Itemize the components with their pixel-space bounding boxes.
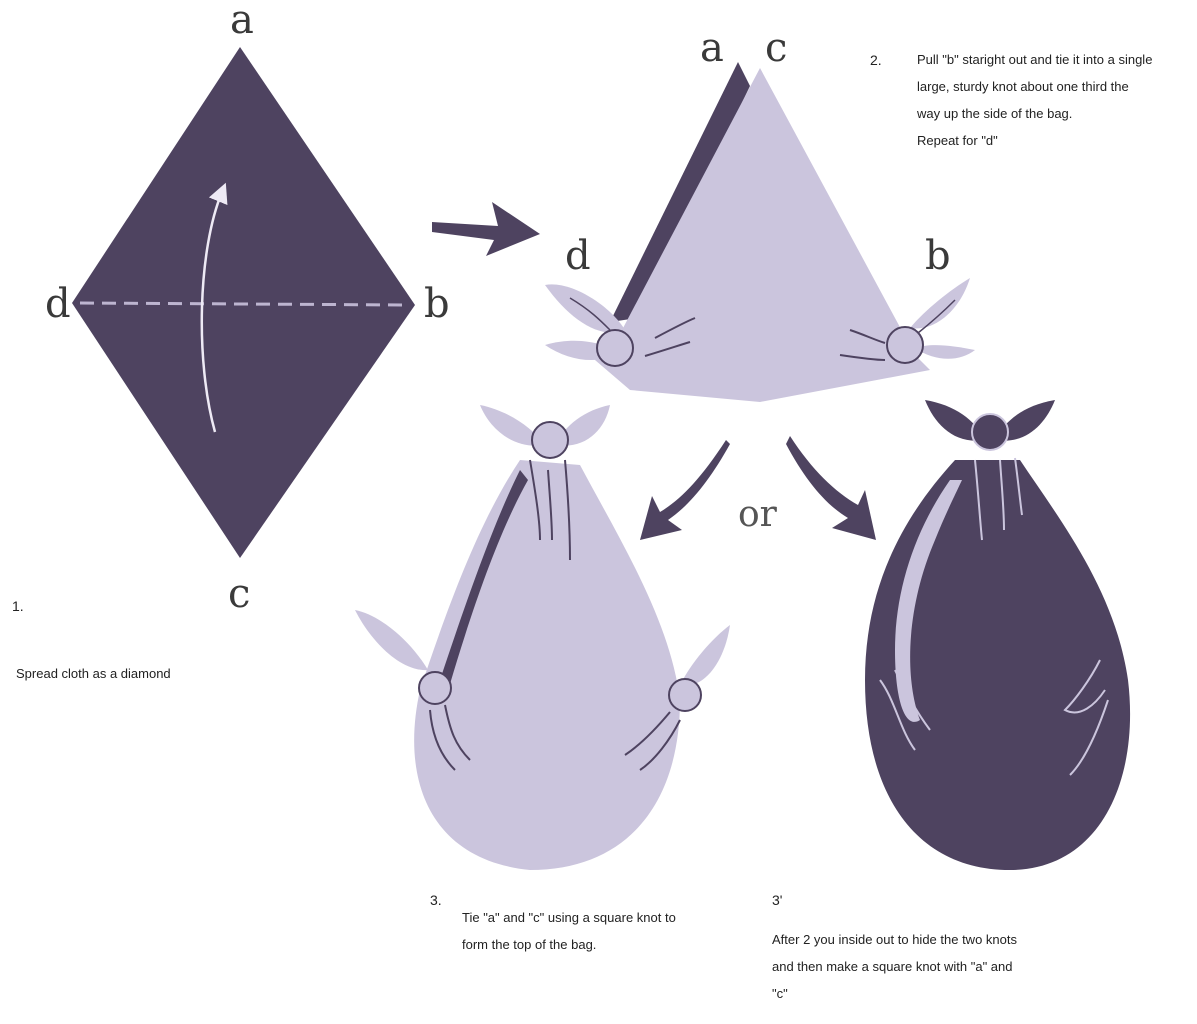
right-arrow [432, 202, 540, 256]
corner-label-b: b [424, 284, 450, 324]
step3-bag [355, 405, 730, 870]
step2-corner-b: b [925, 236, 951, 276]
step3b-text: After 2 you inside out to hide the two k… [772, 926, 1072, 1007]
step2-corner-c: c [765, 28, 787, 68]
step3-text: Tie "a" and "c" using a square knot to f… [462, 904, 732, 958]
or-label: or [738, 494, 777, 535]
step1-text: Spread cloth as a diamond [16, 660, 171, 687]
step3b-bag [865, 400, 1130, 870]
right-down-arrow [786, 436, 876, 540]
step3-number: 3. [430, 892, 442, 908]
step1-cloth [72, 47, 415, 558]
front-triangle [595, 68, 930, 402]
step2-number: 2. [870, 52, 882, 68]
corner-label-a: a [230, 0, 254, 40]
step2-corner-a: a [700, 28, 724, 68]
corner-label-c: c [228, 574, 250, 614]
corner-label-d: d [45, 284, 71, 324]
step2-cloth [545, 62, 975, 402]
step2-text: Pull "b" staright out and tie it into a … [917, 46, 1195, 154]
step1-number: 1. [12, 598, 24, 614]
step3b-number: 3' [772, 892, 782, 908]
left-down-arrow [640, 440, 730, 540]
step2-corner-d: d [565, 236, 591, 276]
